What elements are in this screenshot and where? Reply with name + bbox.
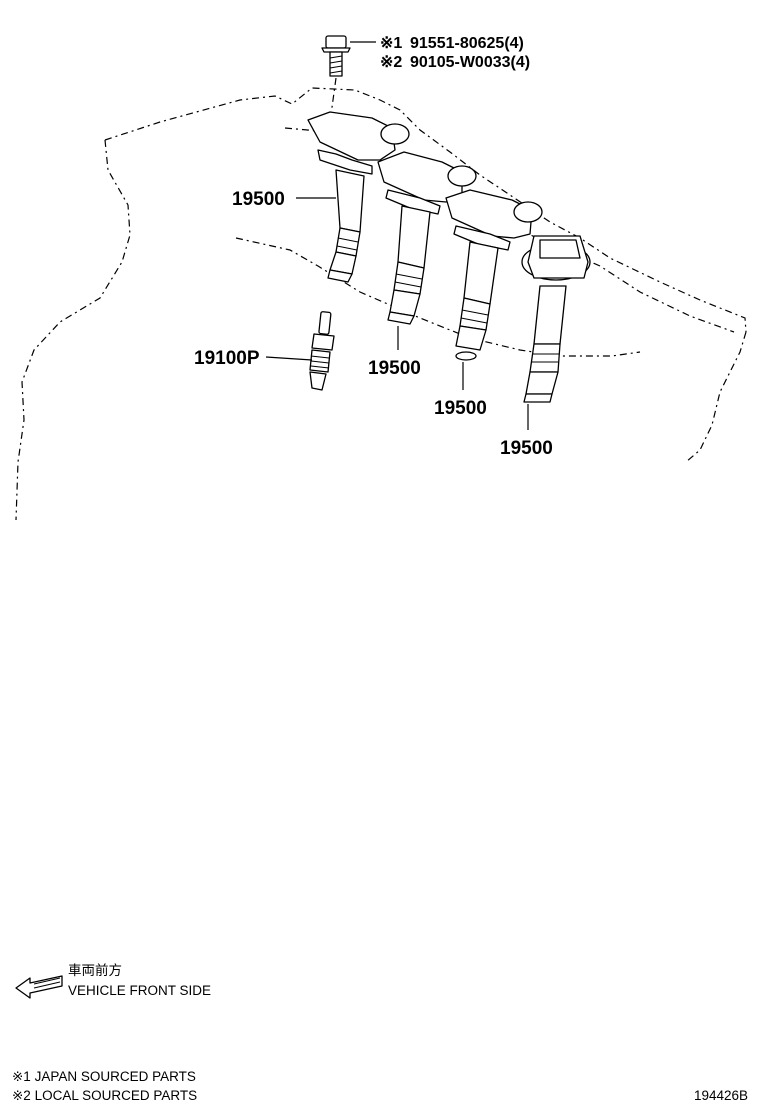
bolt-part-number-1: 91551-80625(4) xyxy=(410,35,524,52)
front-indicator-japanese: 車両前方 xyxy=(68,962,122,978)
legend-local-sourced: ※2 LOCAL SOURCED PARTS xyxy=(12,1088,197,1103)
ignition-coil-3 xyxy=(445,189,543,361)
vehicle-front-arrow-icon xyxy=(15,975,63,999)
ignition-coil-4 xyxy=(521,235,591,403)
spark-plug xyxy=(309,311,335,391)
legend-japan-sourced: ※1 JAPAN SOURCED PARTS xyxy=(12,1069,196,1084)
callout-spark-plug: 19100P xyxy=(194,348,260,369)
front-indicator-english: VEHICLE FRONT SIDE xyxy=(68,983,211,998)
ignition-coil-2 xyxy=(377,151,477,325)
callout-coil-3: 19500 xyxy=(434,398,487,419)
bolt-part-number-2: 90105-W0033(4) xyxy=(410,54,530,71)
bolt-mark-2: ※2 xyxy=(380,54,402,71)
leader-spark-plug xyxy=(265,356,313,361)
bolt xyxy=(321,35,351,123)
engine-head-outline xyxy=(15,87,747,521)
callout-coil-4: 19500 xyxy=(500,438,553,459)
bolt-mark-1: ※1 xyxy=(380,35,402,52)
callout-coil-1: 19500 xyxy=(232,189,285,210)
callout-coil-2: 19500 xyxy=(368,358,421,379)
figure-id: 194426B xyxy=(694,1088,748,1103)
ignition-coil-1 xyxy=(307,111,410,283)
